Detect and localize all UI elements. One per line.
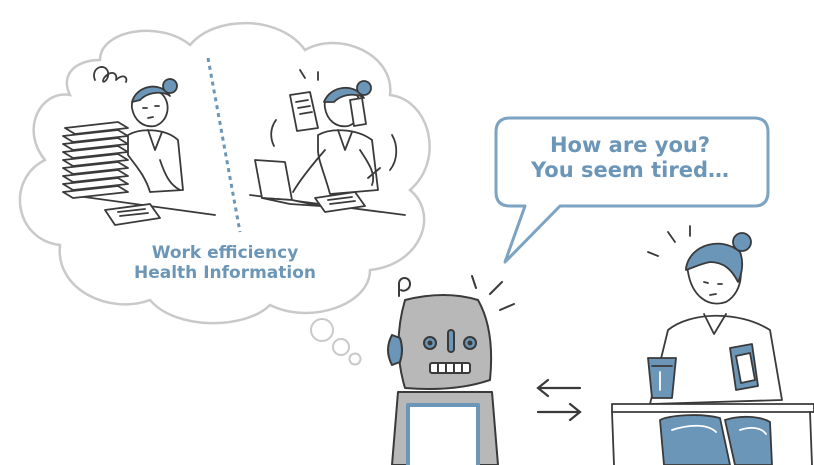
- speech-line-2: You seem tired…: [530, 158, 729, 183]
- speech-line-1: How are you?: [549, 133, 711, 157]
- speech-bubble: [494, 116, 770, 264]
- worker-busy-figure: [249, 69, 406, 216]
- robot-figure: [387, 275, 515, 465]
- bidirectional-arrows-icon: [536, 378, 582, 422]
- thought-caption: Work efficiency Health Information: [100, 243, 350, 284]
- speech-text: How are you? You seem tired…: [500, 133, 760, 183]
- worker-paperwork-figure: [62, 66, 216, 226]
- seated-person-figure: [611, 225, 814, 465]
- cloud-divider: [206, 57, 242, 233]
- thought-caption-line-2: Health Information: [133, 263, 316, 284]
- thought-trail-dots: [310, 318, 362, 366]
- thought-caption-line-1: Work efficiency: [151, 243, 299, 263]
